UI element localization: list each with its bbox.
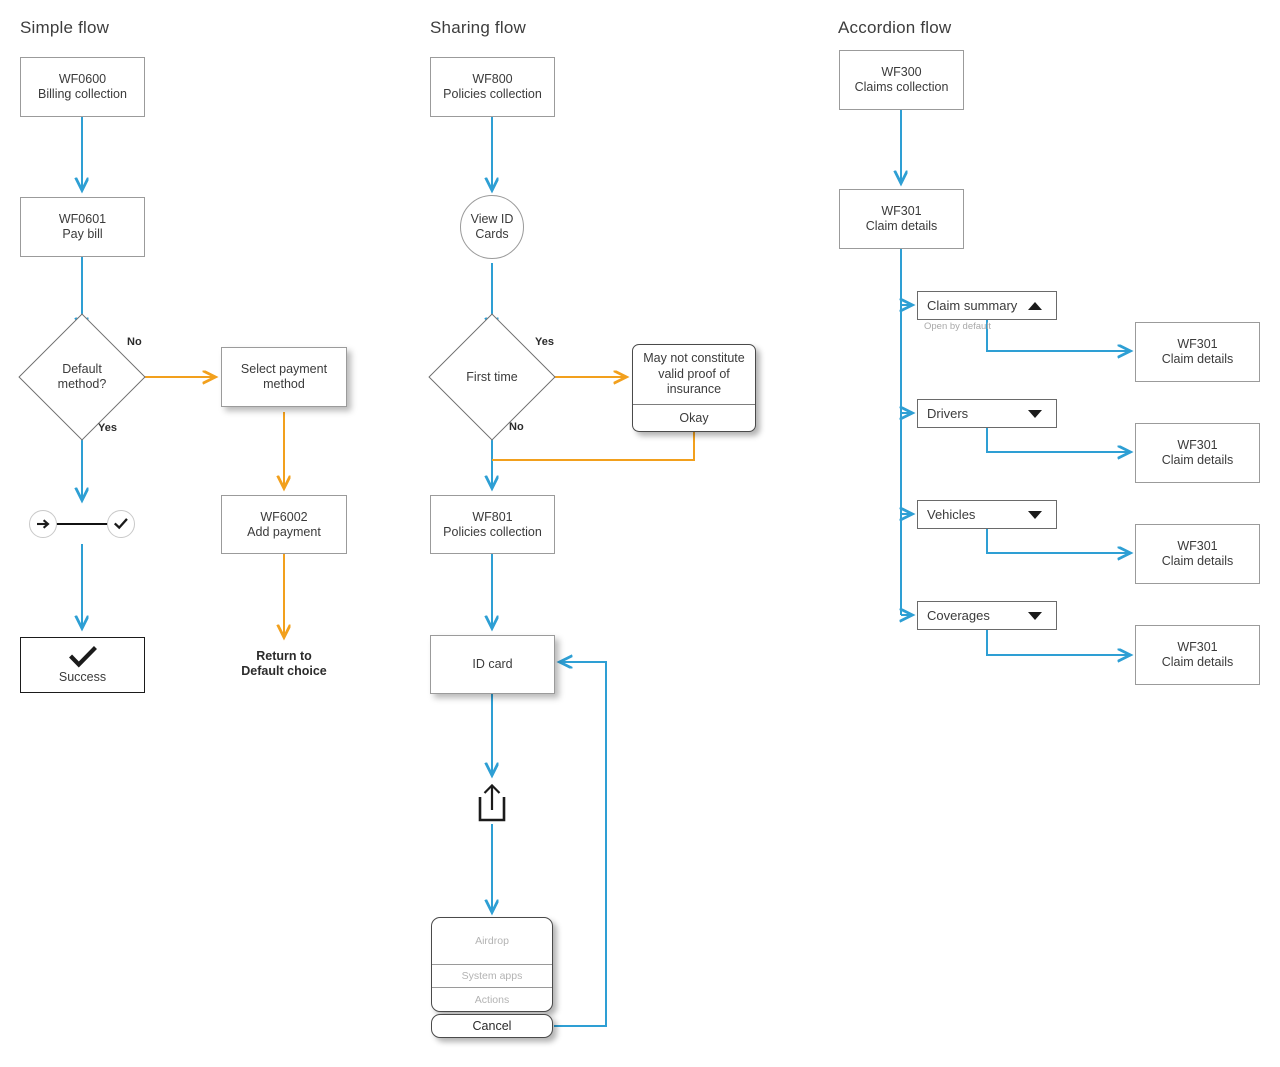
action-sheet-row-actions[interactable]: Actions [474,993,510,1006]
accordion-item-label: Vehicles [927,507,976,522]
node-line-2: Claim details [1161,655,1234,669]
node-line-2: method [263,377,305,391]
accordion-item-label: Coverages [927,608,990,623]
note-open-by-default: Open by default [924,321,992,332]
action-sheet[interactable]: Airdrop System apps Actions [431,917,553,1012]
node-line-1: WF301 [1177,539,1218,553]
caret-up-icon[interactable] [1028,301,1042,310]
node-wf6002-add-payment[interactable]: WF6002 Add payment [221,495,347,554]
node-line-2: Billing collection [38,87,127,101]
node-line-1: WF0601 [58,212,107,226]
node-line-1: WF800 [472,72,513,86]
node-line-1: WF301 [1177,438,1218,452]
edge-label-yes: Yes [98,422,117,434]
node-line-2: Pay bill [62,227,103,241]
accordion-item-drivers[interactable]: Drivers [917,399,1057,428]
node-id-card[interactable]: ID card [430,635,555,694]
alert-okay-button[interactable]: Okay [679,411,709,425]
label-return-to-default-choice: Return to Default choice [234,649,334,679]
column-title-accordion-flow: Accordion flow [838,18,952,37]
accordion-item-label: Drivers [927,406,969,421]
decision-default-method[interactable]: Default method? [18,313,146,441]
caret-down-icon[interactable] [1028,409,1042,418]
node-wf301-claim-details-drivers[interactable]: WF301 Claim details [1135,423,1260,483]
action-sheet-row-airdrop[interactable]: Airdrop [475,934,509,947]
node-label: Success [58,669,107,684]
checkmark-icon [68,645,97,668]
node-line-1: WF301 [1177,640,1218,654]
node-line-1: WF300 [881,65,922,79]
action-sheet-separator [432,963,552,965]
decision-text: Default method? [58,362,107,392]
accordion-item-label: Claim summary [927,298,1018,313]
node-line-2: Claim details [1161,352,1234,366]
share-upload-icon[interactable] [474,783,510,823]
node-wf301-claim-details-vehicles[interactable]: WF301 Claim details [1135,524,1260,584]
action-sheet-row-system-apps[interactable]: System apps [461,969,523,982]
decision-line-1: Default [62,362,102,376]
accordion-item-claim-summary[interactable]: Claim summary [917,291,1057,320]
alert-message-line-2: valid proof of [658,366,730,381]
node-wf800-policies-collection[interactable]: WF800 Policies collection [430,57,555,117]
node-line-1: WF301 [881,204,922,218]
node-line-2: Claims collection [854,80,949,94]
node-label: ID card [472,657,513,671]
decision-first-time[interactable]: First time [428,313,556,441]
alert-dialog-proof-of-insurance[interactable]: May not constitute valid proof of insura… [632,344,756,432]
action-sheet-separator [432,987,552,989]
edge-label-no: No [127,336,142,348]
node-success[interactable]: Success [20,637,145,693]
node-line-2: Claim details [1161,554,1234,568]
label-line-1: Return to [256,649,312,663]
edge-label-no: No [509,421,524,433]
node-line-1: WF301 [1177,337,1218,351]
node-wf301-claim-details[interactable]: WF301 Claim details [839,189,964,249]
arrow-right-circle-icon[interactable] [29,510,57,538]
node-select-payment-method[interactable]: Select payment method [221,347,347,407]
node-line-2: Add payment [247,524,321,539]
node-line-2: Policies collection [443,87,542,101]
accordion-item-vehicles[interactable]: Vehicles [917,500,1057,529]
column-title-sharing-flow: Sharing flow [430,18,526,37]
caret-down-icon[interactable] [1028,510,1042,519]
decision-line-2: method? [57,377,107,391]
node-wf0601-pay-bill[interactable]: WF0601 Pay bill [20,197,145,257]
node-wf300-claims-collection[interactable]: WF300 Claims collection [839,50,964,110]
node-line-2: Claim details [865,219,938,233]
accordion-item-coverages[interactable]: Coverages [917,601,1057,630]
node-line-2: Policies collection [443,524,542,539]
node-line-1: WF801 [472,509,513,524]
icon-pair-connector [54,523,110,525]
alert-message-line-1: May not constitute [643,351,745,366]
alert-divider [633,404,755,405]
node-line-2: Claim details [1161,453,1234,467]
label-line-2: Default choice [241,664,327,678]
action-sheet-cancel-button[interactable]: Cancel [431,1014,553,1038]
alert-message: May not constitute valid proof of insura… [633,345,755,404]
node-line-1: View ID [470,212,514,226]
node-wf801-policies-collection[interactable]: WF801 Policies collection [430,495,555,554]
caret-down-icon[interactable] [1028,611,1042,620]
edge-label-yes: Yes [535,336,554,348]
circle-text: View ID Cards [471,212,514,242]
column-title-simple-flow: Simple flow [20,18,110,37]
node-wf0600-billing-collection[interactable]: WF0600 Billing collection [20,57,145,117]
node-wf301-claim-details-coverages[interactable]: WF301 Claim details [1135,625,1260,685]
node-line-1: WF0600 [58,72,107,86]
node-wf301-claim-details-summary[interactable]: WF301 Claim details [1135,322,1260,382]
node-view-id-cards[interactable]: View ID Cards [460,195,524,259]
alert-message-line-3: insurance [666,382,722,397]
check-circle-icon[interactable] [107,510,135,538]
decision-text: First time [466,369,518,384]
node-line-1: Select payment [240,362,328,376]
node-line-2: Cards [475,227,509,241]
node-line-1: WF6002 [260,509,308,524]
